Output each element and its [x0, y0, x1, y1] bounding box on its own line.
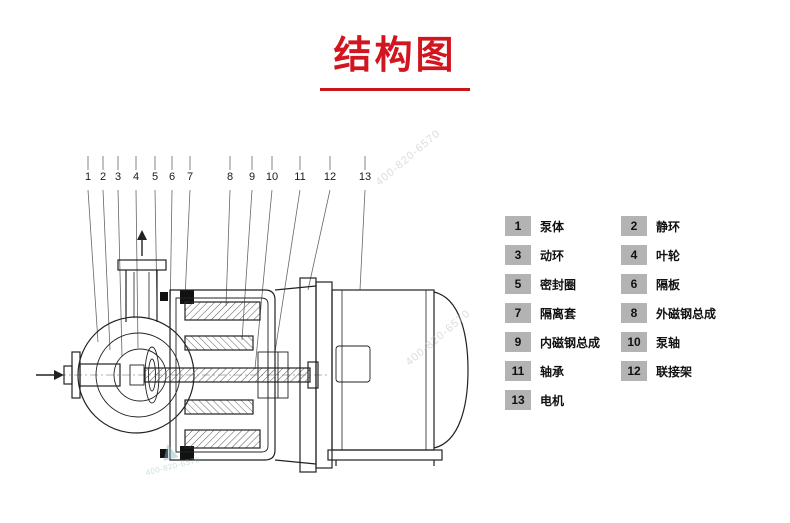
callout-12: 12	[322, 170, 338, 184]
seal-rings	[160, 290, 194, 460]
suction-pipe	[63, 351, 121, 399]
legend-label-11: 轴承	[540, 364, 565, 379]
legend-label-1: 泵体	[540, 219, 565, 234]
outlet-flow-arrow	[137, 230, 147, 256]
title-underline	[320, 88, 470, 91]
legend-num-9: 9	[505, 332, 531, 352]
discharge-pipe	[117, 259, 167, 322]
legend-label-10: 泵轴	[656, 335, 681, 350]
legend-label-8: 外磁钢总成	[656, 306, 717, 321]
legend-num-13: 13	[505, 390, 531, 410]
bearing	[257, 351, 289, 399]
callout-leader-lines	[87, 156, 366, 370]
legend-label-5: 密封圈	[540, 277, 577, 292]
legend-num-2: 2	[621, 216, 647, 236]
page-title: 结构图	[333, 35, 457, 77]
pump-structure-diagram: 1 2 3 4 5 6 7 8 9 10 11 12 13	[30, 140, 490, 490]
callout-7: 7	[185, 170, 195, 184]
callout-11: 11	[293, 170, 307, 184]
legend-num-8: 8	[621, 303, 647, 323]
callout-5: 5	[150, 170, 160, 184]
legend-label-12: 联接架	[656, 364, 693, 379]
parts-legend: 1 泵体 2 静环 3 动环 4 叶轮 5 密封圈 6 隔板 7 隔离套 8 外…	[505, 216, 716, 410]
legend-label-2: 静环	[656, 219, 681, 234]
legend-num-6: 6	[621, 274, 647, 294]
inlet-flow-arrow	[36, 370, 64, 380]
callout-6: 6	[167, 170, 177, 184]
legend-num-4: 4	[621, 245, 647, 265]
callout-2: 2	[98, 170, 108, 184]
inner-magnet-assembly	[184, 335, 254, 415]
pump-shaft	[144, 361, 319, 389]
legend-label-6: 隔板	[656, 277, 681, 292]
legend-num-12: 12	[621, 361, 647, 381]
callout-10: 10	[264, 170, 280, 184]
legend-label-3: 动环	[540, 248, 565, 263]
legend-num-3: 3	[505, 245, 531, 265]
motor	[315, 281, 469, 469]
pump-drawing	[36, 156, 469, 473]
legend-label-13: 电机	[540, 393, 565, 408]
callout-3: 3	[113, 170, 123, 184]
legend-num-5: 5	[505, 274, 531, 294]
callout-9: 9	[247, 170, 257, 184]
callout-8: 8	[225, 170, 235, 184]
legend-label-7: 隔离套	[540, 306, 577, 321]
callout-13: 13	[357, 170, 373, 184]
callout-4: 4	[131, 170, 141, 184]
legend-label-4: 叶轮	[656, 248, 681, 263]
outer-magnet-assembly	[184, 301, 261, 449]
legend-num-10: 10	[621, 332, 647, 352]
callout-1: 1	[83, 170, 93, 184]
legend-num-11: 11	[505, 361, 531, 381]
legend-num-1: 1	[505, 216, 531, 236]
legend-label-9: 内磁钢总成	[540, 335, 601, 350]
legend-num-7: 7	[505, 303, 531, 323]
isolation-sleeve	[169, 289, 276, 461]
